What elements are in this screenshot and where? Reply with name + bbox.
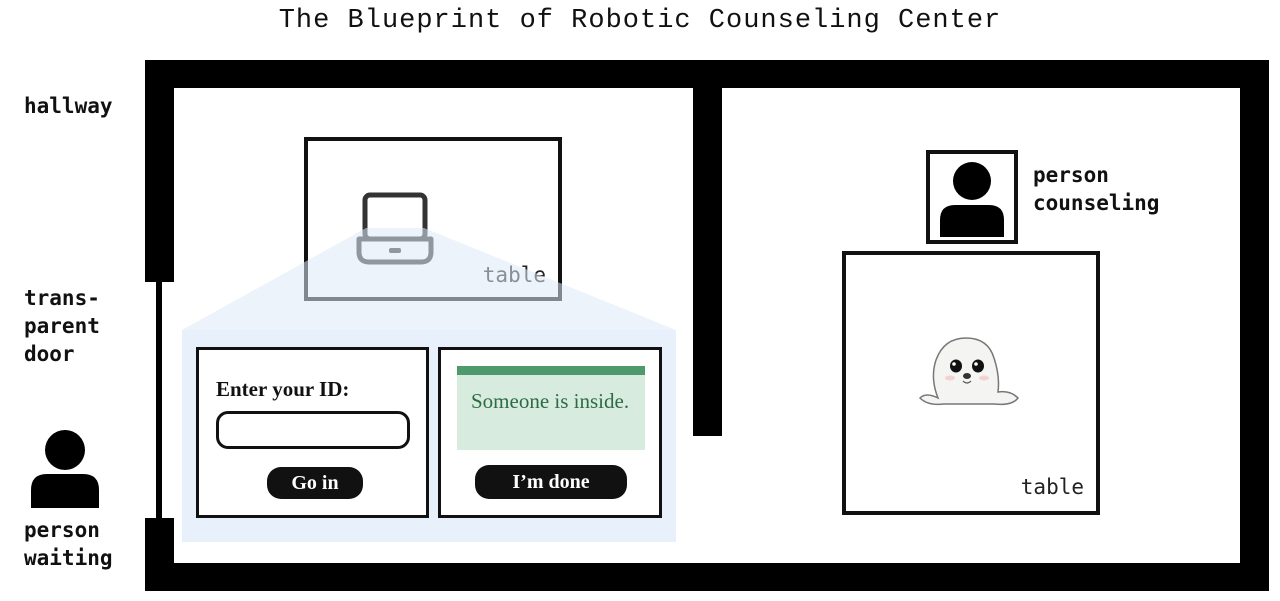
person-waiting-label: person waiting <box>24 516 113 572</box>
wall-left-upper <box>145 60 174 282</box>
id-prompt: Enter your ID: <box>216 377 350 401</box>
door-label-line-3: door <box>24 342 75 366</box>
person-icon <box>31 430 99 508</box>
kiosk-ui-panel: Enter your ID: Go in Someone is inside. … <box>182 330 676 542</box>
status-card: Someone is inside. I’m done <box>438 347 662 518</box>
occupied-notice: Someone is inside. <box>457 366 645 450</box>
hallway-text: hallway <box>24 94 113 118</box>
laptop-icon[interactable] <box>356 192 434 266</box>
transparent-door <box>156 282 162 518</box>
im-done-button[interactable]: I’m done <box>475 465 627 499</box>
id-input[interactable] <box>216 411 410 449</box>
door-label-line-2: parent <box>24 314 100 338</box>
person-counseling-line-1: person <box>1033 163 1109 187</box>
table-right-label: table <box>1020 475 1084 499</box>
person-counseling-line-2: counseling <box>1033 191 1160 215</box>
wall-right <box>1240 60 1269 591</box>
wall-left-lower <box>145 518 174 591</box>
door-label: trans- parent door <box>24 284 100 368</box>
go-in-button[interactable]: Go in <box>267 467 363 499</box>
person-icon <box>940 162 1004 237</box>
login-card: Enter your ID: Go in <box>196 347 429 518</box>
person-counseling-label: person counseling <box>1033 161 1159 217</box>
partition-wall <box>693 60 722 436</box>
table-left-label: table <box>482 263 546 287</box>
counselor-frame <box>926 150 1018 244</box>
notice-text: Someone is inside. <box>471 389 630 413</box>
person-waiting-line-2: waiting <box>24 546 113 570</box>
wall-bottom <box>145 563 1269 591</box>
seal-robot-icon <box>918 337 1019 406</box>
diagram-title: The Blueprint of Robotic Counseling Cent… <box>278 6 1002 36</box>
person-waiting-line-1: person <box>24 518 100 542</box>
door-label-line-1: trans- <box>24 286 100 310</box>
hallway-label: hallway <box>24 92 113 120</box>
